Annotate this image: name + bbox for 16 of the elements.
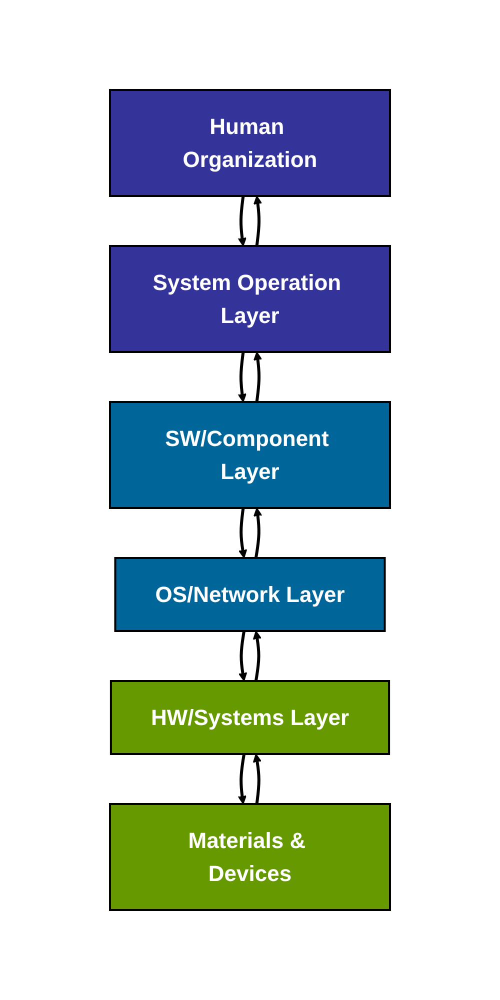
node-box: Materials & Devices bbox=[109, 803, 391, 911]
node-box: Human Organization bbox=[109, 89, 391, 197]
arrow bbox=[252, 630, 262, 682]
node-box: System Operation Layer bbox=[109, 245, 391, 353]
arrow bbox=[238, 508, 248, 558]
node-box: SW/Component Layer bbox=[109, 401, 391, 509]
arrow bbox=[252, 754, 262, 804]
arrow bbox=[238, 196, 247, 246]
node-box: OS/Network Layer bbox=[114, 557, 386, 632]
arrow bbox=[238, 630, 248, 682]
arrow bbox=[253, 508, 262, 558]
node-box: HW/Systems Layer bbox=[110, 680, 390, 755]
arrow bbox=[238, 754, 247, 804]
arrow bbox=[253, 352, 262, 402]
arrow bbox=[253, 196, 262, 246]
arrow bbox=[238, 352, 247, 402]
